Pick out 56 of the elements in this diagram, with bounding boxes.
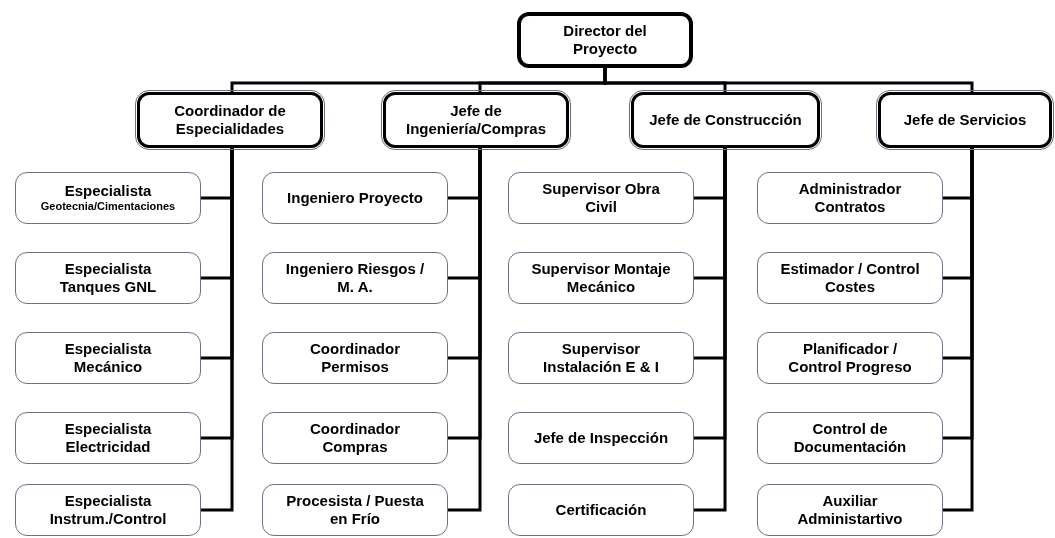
role-box (757, 484, 943, 536)
role-box (262, 412, 448, 464)
role-title: Coordinador Compras (309, 420, 401, 456)
role-box (15, 172, 201, 224)
role-box (508, 332, 694, 384)
role-title: Jefe de Ingeniería/Compras (404, 102, 547, 138)
role-title: Administrador Contratos (797, 180, 903, 216)
role-title: Jefe de Construcción (649, 111, 802, 129)
role-box (262, 332, 448, 384)
role-box (757, 172, 943, 224)
role-title: Director del Proyecto (562, 22, 648, 58)
connector-line (603, 68, 974, 92)
manager-box (631, 92, 820, 148)
role-title: Jefe de Inspección (533, 429, 669, 447)
role-title: Ingeniero Proyecto (287, 189, 423, 207)
role-title: Coordinador Permisos (309, 340, 401, 376)
connector-line (201, 148, 234, 512)
connector-line (943, 148, 974, 512)
connector-line (694, 148, 727, 512)
role-box (508, 412, 694, 464)
role-box (15, 412, 201, 464)
role-box (262, 252, 448, 304)
role-title: Especialista Mecánico (63, 340, 153, 376)
role-title: Supervisor Instalación E & I (542, 340, 660, 376)
role-title: Auxiliar Administartivo (796, 492, 904, 528)
role-box (15, 252, 201, 304)
role-title: Supervisor Montaje Mecánico (531, 260, 671, 296)
role-title: Control de Documentación (792, 420, 908, 456)
role-title: Planificador / Control Progreso (787, 340, 913, 376)
role-title: Especialista Tanques GNL (58, 260, 158, 296)
role-title: Especialista Electricidad (63, 420, 153, 456)
role-box (508, 172, 694, 224)
manager-box (383, 92, 569, 148)
connector-line (448, 148, 482, 512)
role-box (757, 412, 943, 464)
role-title: Especialista Instrum./Control (48, 492, 168, 528)
role-box (508, 484, 694, 536)
role-title: Jefe de Servicios (903, 111, 1027, 129)
role-title: Especialista (64, 182, 152, 201)
role-box (15, 332, 201, 384)
role-box (757, 332, 943, 384)
role-title: Coordinador de Especialidades (173, 102, 287, 138)
role-title: Procesista / Puesta en Frío (285, 492, 425, 528)
manager-box (878, 92, 1052, 148)
role-box (508, 252, 694, 304)
role-title: Certificación (555, 501, 647, 519)
role-title: Estimador / Control Costes (780, 260, 920, 296)
role-box (757, 252, 943, 304)
role-title: Geotecnia/Cimentaciones (40, 200, 176, 214)
director-box (517, 12, 693, 68)
manager-box (137, 92, 323, 148)
role-title: Ingeniero Riesgos / M. A. (285, 260, 425, 296)
role-box (262, 484, 448, 536)
role-box (262, 172, 448, 224)
role-box (15, 484, 201, 536)
role-title: Supervisor Obra Civil (541, 180, 661, 216)
